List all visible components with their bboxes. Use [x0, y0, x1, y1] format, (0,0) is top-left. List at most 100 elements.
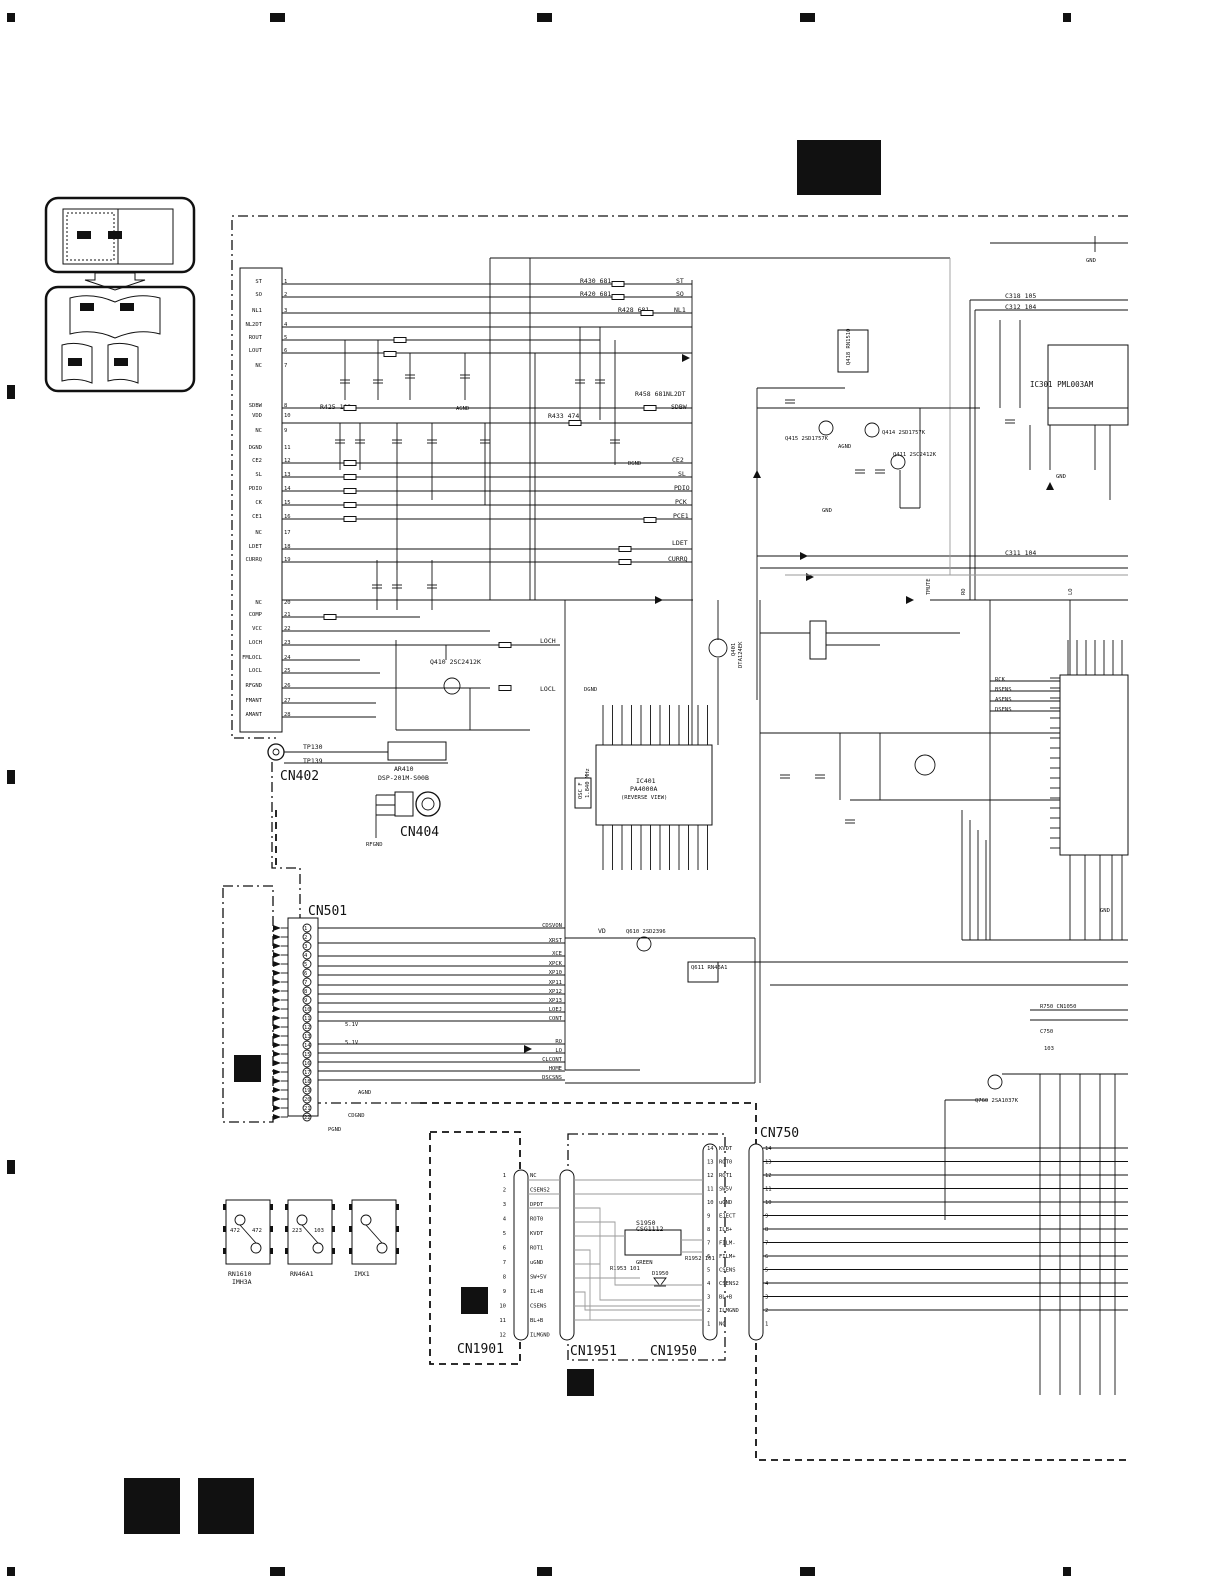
cn750-pin-name: ROT0	[719, 1160, 732, 1166]
cn501-arrow	[273, 1015, 281, 1021]
left-pin-name: DGND	[249, 445, 262, 451]
cn750-pin-name: BL+B	[719, 1295, 733, 1301]
cn501-pin	[302, 977, 312, 987]
c312-label: C312 104	[1005, 303, 1036, 311]
sub-part-name: RN46A1	[290, 1270, 314, 1278]
cn501-arrow	[273, 1024, 281, 1030]
cn1951-label: CN1951	[570, 1344, 617, 1359]
left-pin-name: VCC	[252, 626, 262, 632]
cn1950-pin-number: 3	[707, 1295, 710, 1301]
left-pin-name: SL	[255, 472, 262, 478]
left-pin-number: 10	[284, 413, 291, 419]
cn501-signal-label: XP12	[549, 989, 562, 995]
cn501-pin	[302, 1013, 312, 1023]
cn1950-pin-number: 9	[707, 1214, 710, 1220]
q414-label: Q414 2SD1757K	[882, 430, 926, 436]
cn501-pin-number: 16	[304, 1061, 311, 1067]
left-pin-number: 6	[284, 348, 287, 354]
cn501-pin-number: 1	[304, 926, 307, 932]
cn501-arrow	[273, 1105, 281, 1111]
cn750-pin-number: 3	[765, 1295, 768, 1301]
asens-label: ASENS	[995, 697, 1012, 703]
bus-label-nl2dt: NL2DT	[666, 390, 686, 398]
cn501-pin-number: 20	[304, 1097, 311, 1103]
cn750-pin-number: 12	[765, 1173, 772, 1179]
left-pin-name: CE2	[252, 458, 262, 464]
cn1901-pin-name: ROT1	[530, 1246, 543, 1252]
cn501-pin-number: 13	[304, 1034, 311, 1040]
cn501-pin	[302, 941, 312, 951]
cn501-arrow	[273, 961, 281, 967]
cn501-agnd: AGND	[358, 1090, 371, 1096]
page-index-diagram	[44, 196, 196, 393]
cn501-pin-number: 9	[304, 998, 307, 1004]
osc-label: OSC F	[578, 782, 584, 799]
cn501-pin	[302, 932, 312, 942]
cn750-pin-name: ROT1	[719, 1173, 732, 1179]
sub-part-box	[225, 1199, 271, 1265]
cn404-label: CN404	[400, 825, 439, 840]
q611-label: Q611 RN46A1	[691, 965, 727, 971]
bus-label-nl1: NL1	[674, 306, 686, 314]
ic401-part: PA4000A	[630, 785, 657, 793]
cn1901-pin-name: NC	[530, 1173, 537, 1179]
cn501-signal-label: CONT	[549, 1016, 563, 1022]
tmute-label: TMUTE	[926, 578, 932, 595]
left-pin-name: ST	[255, 279, 262, 285]
bus-label-pck: PCK	[675, 498, 687, 506]
cn501-arrow	[273, 979, 281, 985]
cn501-signal-label: LOEJ	[549, 1007, 562, 1013]
cn750-pin-name: FILM+	[719, 1254, 736, 1260]
bus-label-loch: LOCH	[540, 637, 556, 645]
left-pin-number: 2	[284, 292, 287, 298]
cn501-pgnd: PGND	[328, 1127, 341, 1133]
q760-section: Q760 2SA1037K R750 CN1050 C750 103	[944, 1004, 1128, 1395]
page-block-left	[124, 1478, 180, 1534]
cn501-signal-label: HOME	[549, 1066, 562, 1072]
resistor-symbol	[498, 685, 512, 691]
cn1950-pin-number: 6	[707, 1254, 710, 1260]
cn1950-pin-number: 7	[707, 1241, 710, 1247]
cn1950-pin-number: 11	[707, 1187, 714, 1193]
cn750-pin-name: SW5V	[719, 1187, 733, 1193]
cn750-pin-number: 2	[765, 1308, 768, 1314]
resistor-symbol	[343, 502, 357, 508]
bus-label-locl: LOCL	[540, 685, 556, 693]
d1950-label: D1950	[652, 1271, 669, 1277]
cn501-signal-label: XCE	[552, 951, 562, 957]
cn501-signal-label: XPCK	[549, 961, 563, 967]
sub-part-subname: IMH3A	[232, 1278, 252, 1286]
cn501-pin-number: 4	[304, 953, 308, 959]
left-pin-name: FMANT	[245, 698, 262, 704]
dgnd-tuner: DGND	[628, 461, 641, 467]
c318-label: C318 105	[1005, 292, 1036, 300]
cn750-pin-name: uGND	[719, 1200, 732, 1206]
cn1901-pin-name: DPDT	[530, 1202, 544, 1208]
page-block-right	[198, 1478, 254, 1534]
cn501-pin-number: 14	[304, 1043, 311, 1049]
cn501-pin	[302, 995, 312, 1005]
cn1901-pin-number: 8	[503, 1275, 506, 1281]
cn1950-label: CN1950	[650, 1344, 697, 1359]
left-pin-name: NL1	[252, 308, 262, 314]
cn501-arrow	[273, 925, 281, 931]
cn501-arrow	[273, 970, 281, 976]
cn750-pin-name: FILM-	[719, 1241, 736, 1247]
left-pin-name: NC	[255, 363, 262, 369]
signal-arrows	[524, 354, 1054, 1053]
res-r428: R428 681	[618, 306, 649, 314]
section-marker-b	[461, 1287, 488, 1314]
cn501-pin	[302, 1049, 312, 1059]
cn501-pin	[302, 1067, 312, 1077]
left-pin-number: 8	[284, 403, 287, 409]
cn501-pin-number: 6	[304, 971, 307, 977]
cn1950: CN1950	[650, 1143, 718, 1359]
cn501-pin	[302, 1040, 312, 1050]
resistor-symbol	[568, 420, 582, 426]
cn1901-pin-number: 1	[503, 1173, 506, 1179]
res-r420: R420 681	[580, 290, 611, 298]
voltage-48v-b: 5.1V	[345, 1040, 359, 1046]
cn501-signal-label: RO	[555, 1039, 562, 1045]
bsens-label: BSENS	[995, 687, 1012, 693]
left-pin-name: FMLOCL	[242, 655, 263, 661]
